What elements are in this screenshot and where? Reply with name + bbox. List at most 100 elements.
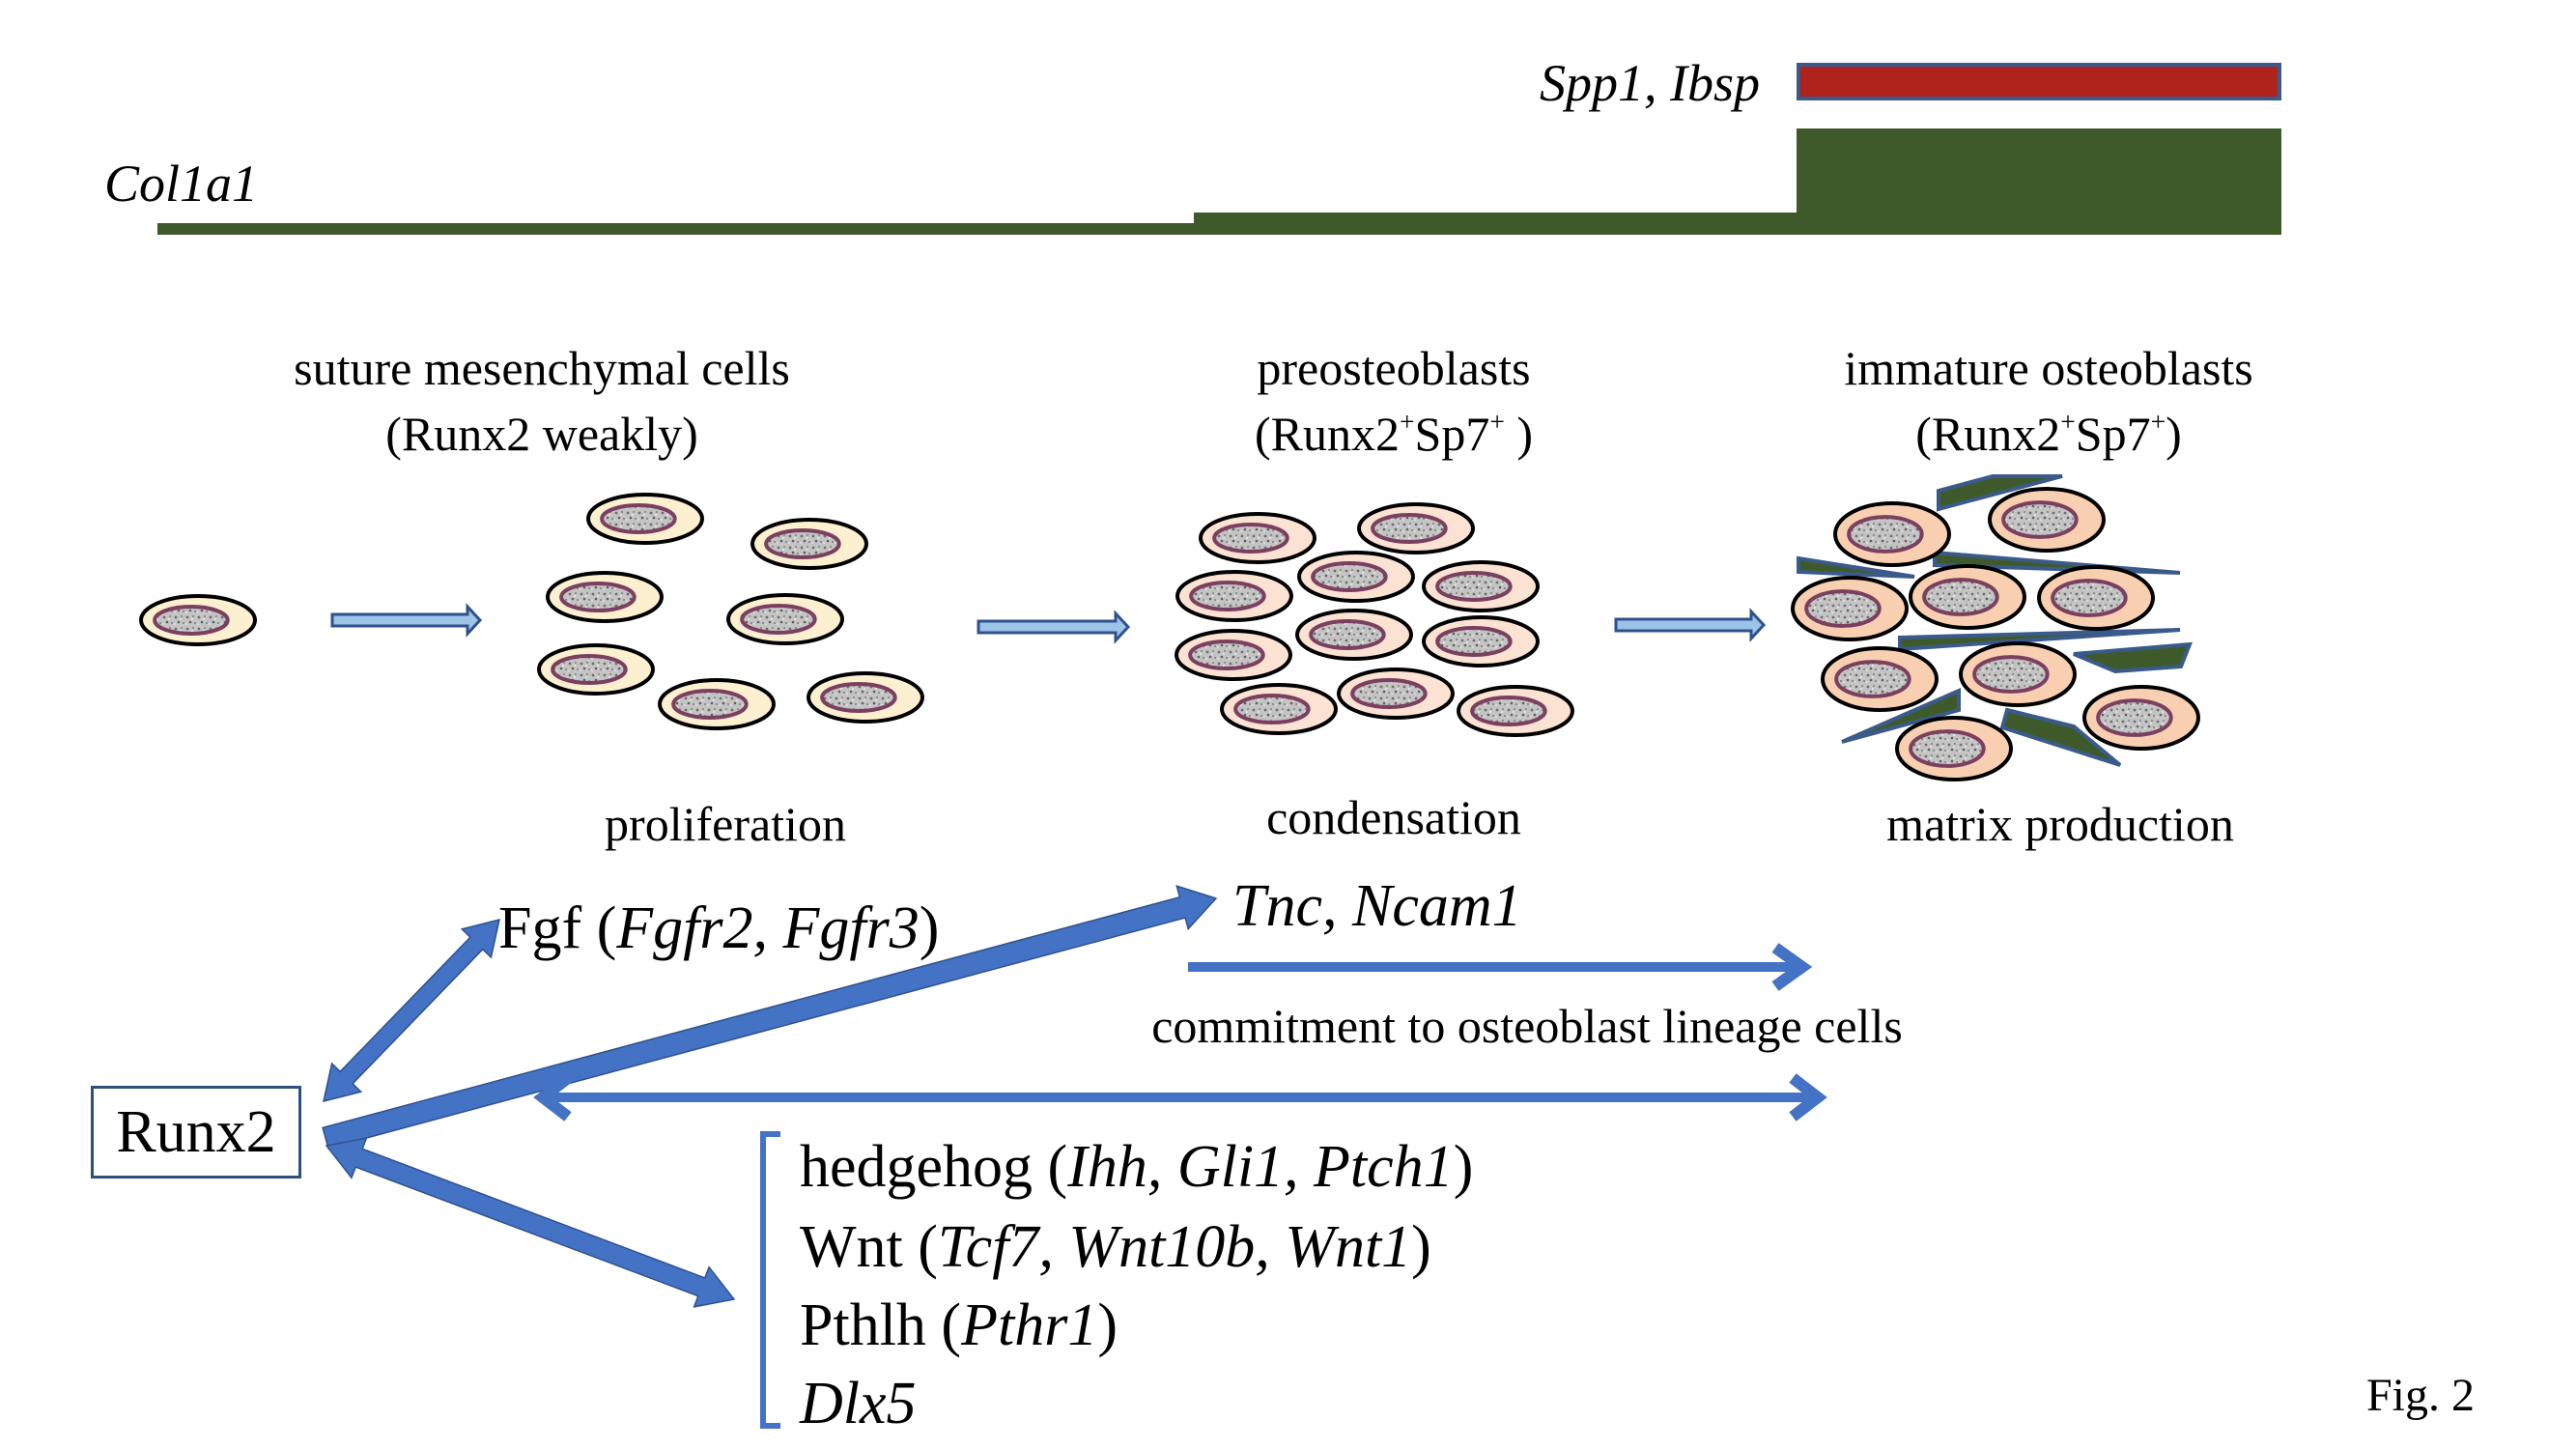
stage-2-title: preosteoblasts bbox=[1257, 341, 1531, 395]
cell-nucleus bbox=[1350, 678, 1428, 709]
cell-nucleus bbox=[1233, 694, 1311, 724]
cell-nucleus bbox=[1847, 515, 1924, 554]
cell-nucleus bbox=[559, 582, 637, 612]
pathway-suffix: ) bbox=[1097, 1293, 1118, 1358]
immature-osteoblast-cell bbox=[1988, 487, 2106, 553]
runx2-node: Runx2 bbox=[91, 1086, 301, 1179]
stage-3-title: immature osteoblasts bbox=[1844, 341, 2253, 395]
immature-osteoblast-cell bbox=[2082, 685, 2200, 751]
stage-2-marker: (Runx2+Sp7+ ) bbox=[1255, 408, 1533, 458]
preosteoblast-cell-group bbox=[1175, 502, 1574, 737]
proliferating-cell bbox=[750, 518, 868, 570]
pathway-suffix: ) bbox=[1453, 1134, 1474, 1200]
proliferating-cell bbox=[807, 671, 924, 724]
cell-nucleus bbox=[1834, 660, 1911, 698]
preosteoblast-cell bbox=[1422, 615, 1540, 668]
cell-nucleus bbox=[1972, 655, 2050, 694]
immature-osteoblast-cell bbox=[1833, 501, 1951, 567]
preosteoblast-cell bbox=[1220, 683, 1338, 735]
double-arrow-shape bbox=[325, 1137, 736, 1308]
process-matrix-production: matrix production bbox=[1886, 797, 2234, 851]
preosteoblast-cell bbox=[1175, 629, 1292, 681]
marker-plus: + bbox=[2060, 406, 2076, 437]
proliferating-cell bbox=[658, 678, 776, 730]
immature-osteoblast-cell bbox=[1791, 576, 1909, 641]
marker-sp7: Sp7 bbox=[2075, 407, 2151, 461]
preosteoblast-cell bbox=[1295, 609, 1413, 661]
proliferating-cell bbox=[726, 593, 844, 645]
cell-nucleus bbox=[1309, 619, 1386, 650]
immature-osteoblast-cell bbox=[1821, 646, 1939, 712]
cell-nucleus bbox=[1189, 581, 1266, 611]
feedback-double-arrow bbox=[533, 1073, 1827, 1122]
runx2-tnc-arrow bbox=[322, 884, 1218, 1150]
process-proliferation: proliferation bbox=[605, 797, 846, 851]
cell-nucleus bbox=[1311, 561, 1388, 592]
matrix-fiber bbox=[1937, 474, 2063, 512]
cell-nucleus bbox=[1188, 639, 1265, 670]
pathway-genes: Dlx5 bbox=[800, 1371, 917, 1436]
preosteoblast-cell bbox=[1199, 512, 1316, 564]
marker-runx2: (Runx2 bbox=[1915, 407, 2061, 461]
stage-arrow-3 bbox=[1614, 608, 1767, 642]
double-arrow-shape bbox=[323, 918, 500, 1103]
marker-plus: + bbox=[1489, 406, 1505, 437]
stage-arrow-1 bbox=[330, 603, 483, 638]
cell-nucleus bbox=[764, 528, 841, 559]
cell-nucleus bbox=[1804, 589, 1882, 628]
proliferating-cell bbox=[546, 571, 664, 623]
preosteoblast-cell bbox=[1422, 560, 1540, 612]
cell-nucleus bbox=[1922, 578, 1999, 616]
spp1-ibsp-label: Spp1, Ibsp bbox=[1540, 54, 1760, 112]
regulatory-arrows bbox=[322, 884, 1218, 1308]
immature-osteoblast-cell bbox=[1959, 641, 2077, 707]
marker-plus: + bbox=[1400, 406, 1415, 437]
preosteoblast-cell bbox=[1457, 685, 1574, 737]
cell-nucleus bbox=[2051, 579, 2128, 617]
stage-arrow-2 bbox=[977, 610, 1131, 644]
col1a1-level-low bbox=[157, 223, 1196, 235]
immature-osteoblast-cell bbox=[1909, 564, 2026, 630]
pathway-genes: Tcf7, Wnt10b, Wnt1 bbox=[937, 1214, 1412, 1280]
stage-1-title: suture mesenchymal cells bbox=[294, 341, 790, 395]
immature-osteoblast-cell bbox=[2037, 565, 2155, 631]
fgf-target: Fgf (Fgfr2, Fgfr3) bbox=[498, 898, 939, 958]
preosteoblast-cell bbox=[1337, 668, 1455, 720]
cell-nucleus bbox=[600, 503, 677, 534]
cell-nucleus bbox=[551, 654, 628, 685]
pathway-genes: Ihh, Gli1, Ptch1 bbox=[1067, 1134, 1454, 1200]
mesenchymal-cell bbox=[139, 594, 257, 646]
fgf-suffix: ) bbox=[919, 895, 940, 961]
marker-plus: + bbox=[2150, 406, 2166, 437]
col1a1-level-medium bbox=[1194, 213, 1798, 235]
runx2-signaling-double-arrow bbox=[325, 1137, 736, 1308]
runx2-fgf-double-arrow bbox=[323, 918, 500, 1103]
signaling-item-hedgehog: hedgehog (Ihh, Gli1, Ptch1) bbox=[800, 1137, 1473, 1197]
preosteoblast-cell bbox=[1297, 551, 1415, 603]
pathway-suffix: ) bbox=[1411, 1214, 1431, 1280]
cell-nucleus bbox=[1909, 729, 1986, 768]
cell-nucleus bbox=[671, 689, 749, 720]
runx2-label: Runx2 bbox=[116, 1098, 276, 1165]
cell-nucleus bbox=[153, 605, 230, 636]
matrix-fiber bbox=[1898, 628, 2181, 652]
matrix-fiber bbox=[1797, 555, 1915, 579]
adhesion-genes: Tnc, Ncam1 bbox=[1232, 873, 1522, 939]
process-condensation: condensation bbox=[1266, 790, 1521, 844]
matrix-fiber bbox=[1841, 687, 1961, 744]
immature-osteoblast-cell-group bbox=[1791, 487, 2200, 781]
pathway-name: hedgehog ( bbox=[800, 1134, 1068, 1200]
signaling-bracket bbox=[760, 1131, 780, 1429]
preosteoblast-cell bbox=[1175, 570, 1293, 622]
commitment-arrow bbox=[1188, 943, 1813, 991]
spp1-ibsp-expression-bar bbox=[1797, 63, 2281, 100]
stage-1-marker: (Runx2 weakly) bbox=[385, 407, 698, 461]
stage-3-marker: (Runx2+Sp7+) bbox=[1915, 407, 2182, 461]
cell-nucleus bbox=[1212, 523, 1289, 554]
marker-close: ) bbox=[2166, 407, 2182, 461]
pathway-name: Pthlh ( bbox=[800, 1293, 962, 1358]
cell-nucleus bbox=[2096, 698, 2173, 737]
proliferating-cell bbox=[586, 493, 704, 545]
cell-nucleus bbox=[1435, 571, 1513, 602]
